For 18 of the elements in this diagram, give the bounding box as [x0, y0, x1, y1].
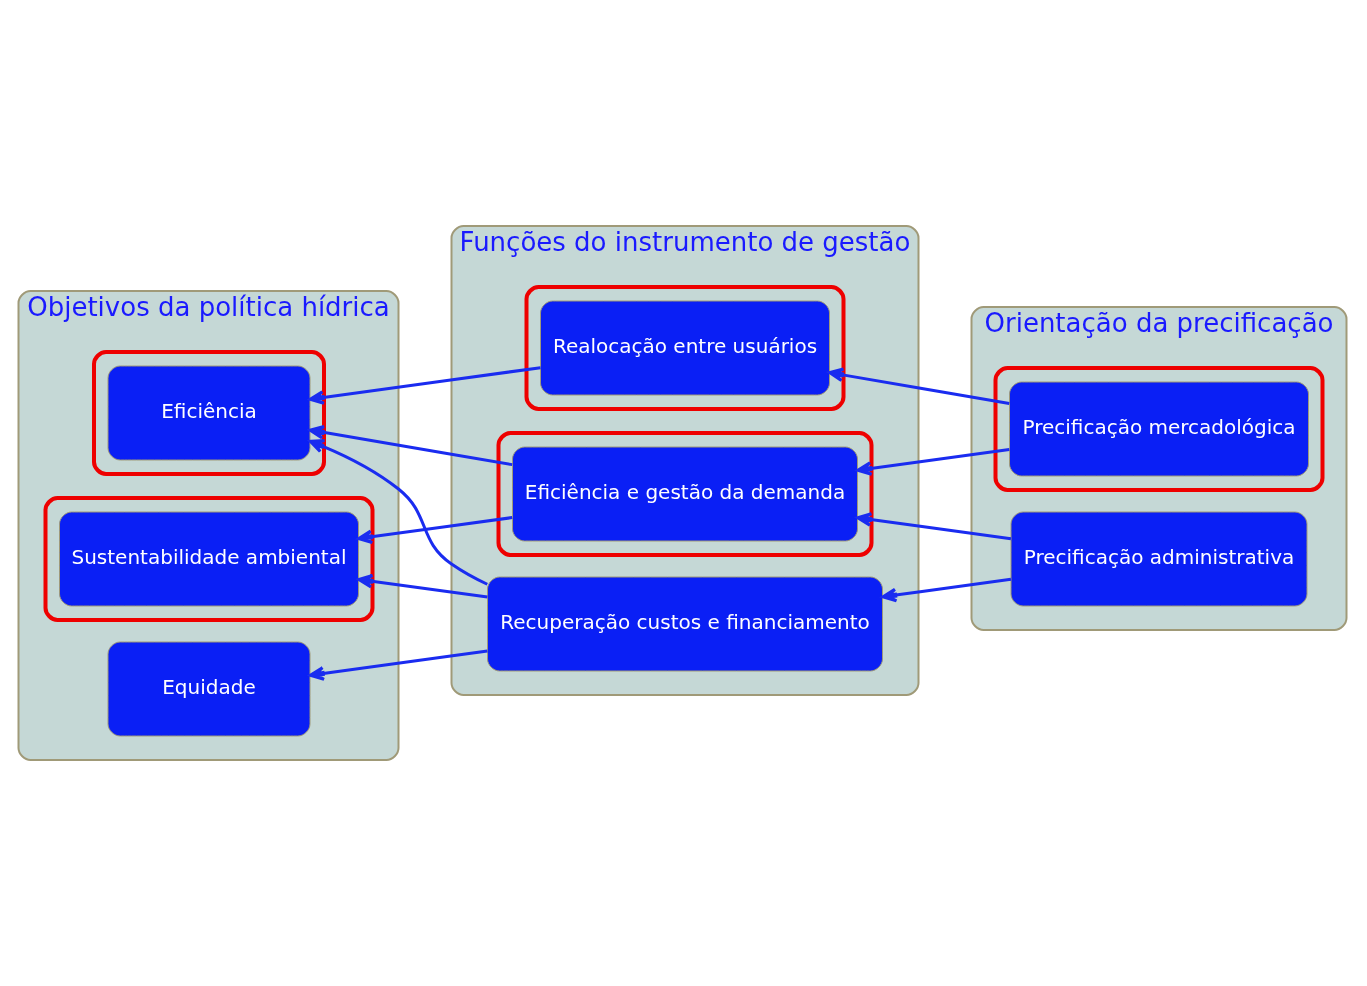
- node-box: Equidade: [107, 641, 310, 737]
- arrow: [356, 516, 512, 545]
- node-box: Eficiência: [107, 365, 310, 461]
- node-box: Eficiência e gestão da demanda: [511, 446, 858, 542]
- arrow: [356, 573, 488, 599]
- node-box: Recuperação custos e financiamento: [486, 576, 883, 672]
- cluster: [993, 366, 1324, 492]
- arrow: [827, 367, 1010, 405]
- arrow: [855, 448, 1009, 476]
- arrow: [308, 425, 512, 467]
- node-box: Precificação mercadológica: [1008, 381, 1309, 477]
- node-box: Precificação administrativa: [1010, 511, 1307, 607]
- arrow: [880, 577, 1011, 603]
- arrow: [308, 439, 488, 586]
- node-box: Sustentabilidade ambiental: [58, 511, 359, 607]
- arrow: [855, 512, 1011, 541]
- node-box: Realocação entre usuários: [539, 300, 830, 396]
- arrow: [308, 649, 488, 681]
